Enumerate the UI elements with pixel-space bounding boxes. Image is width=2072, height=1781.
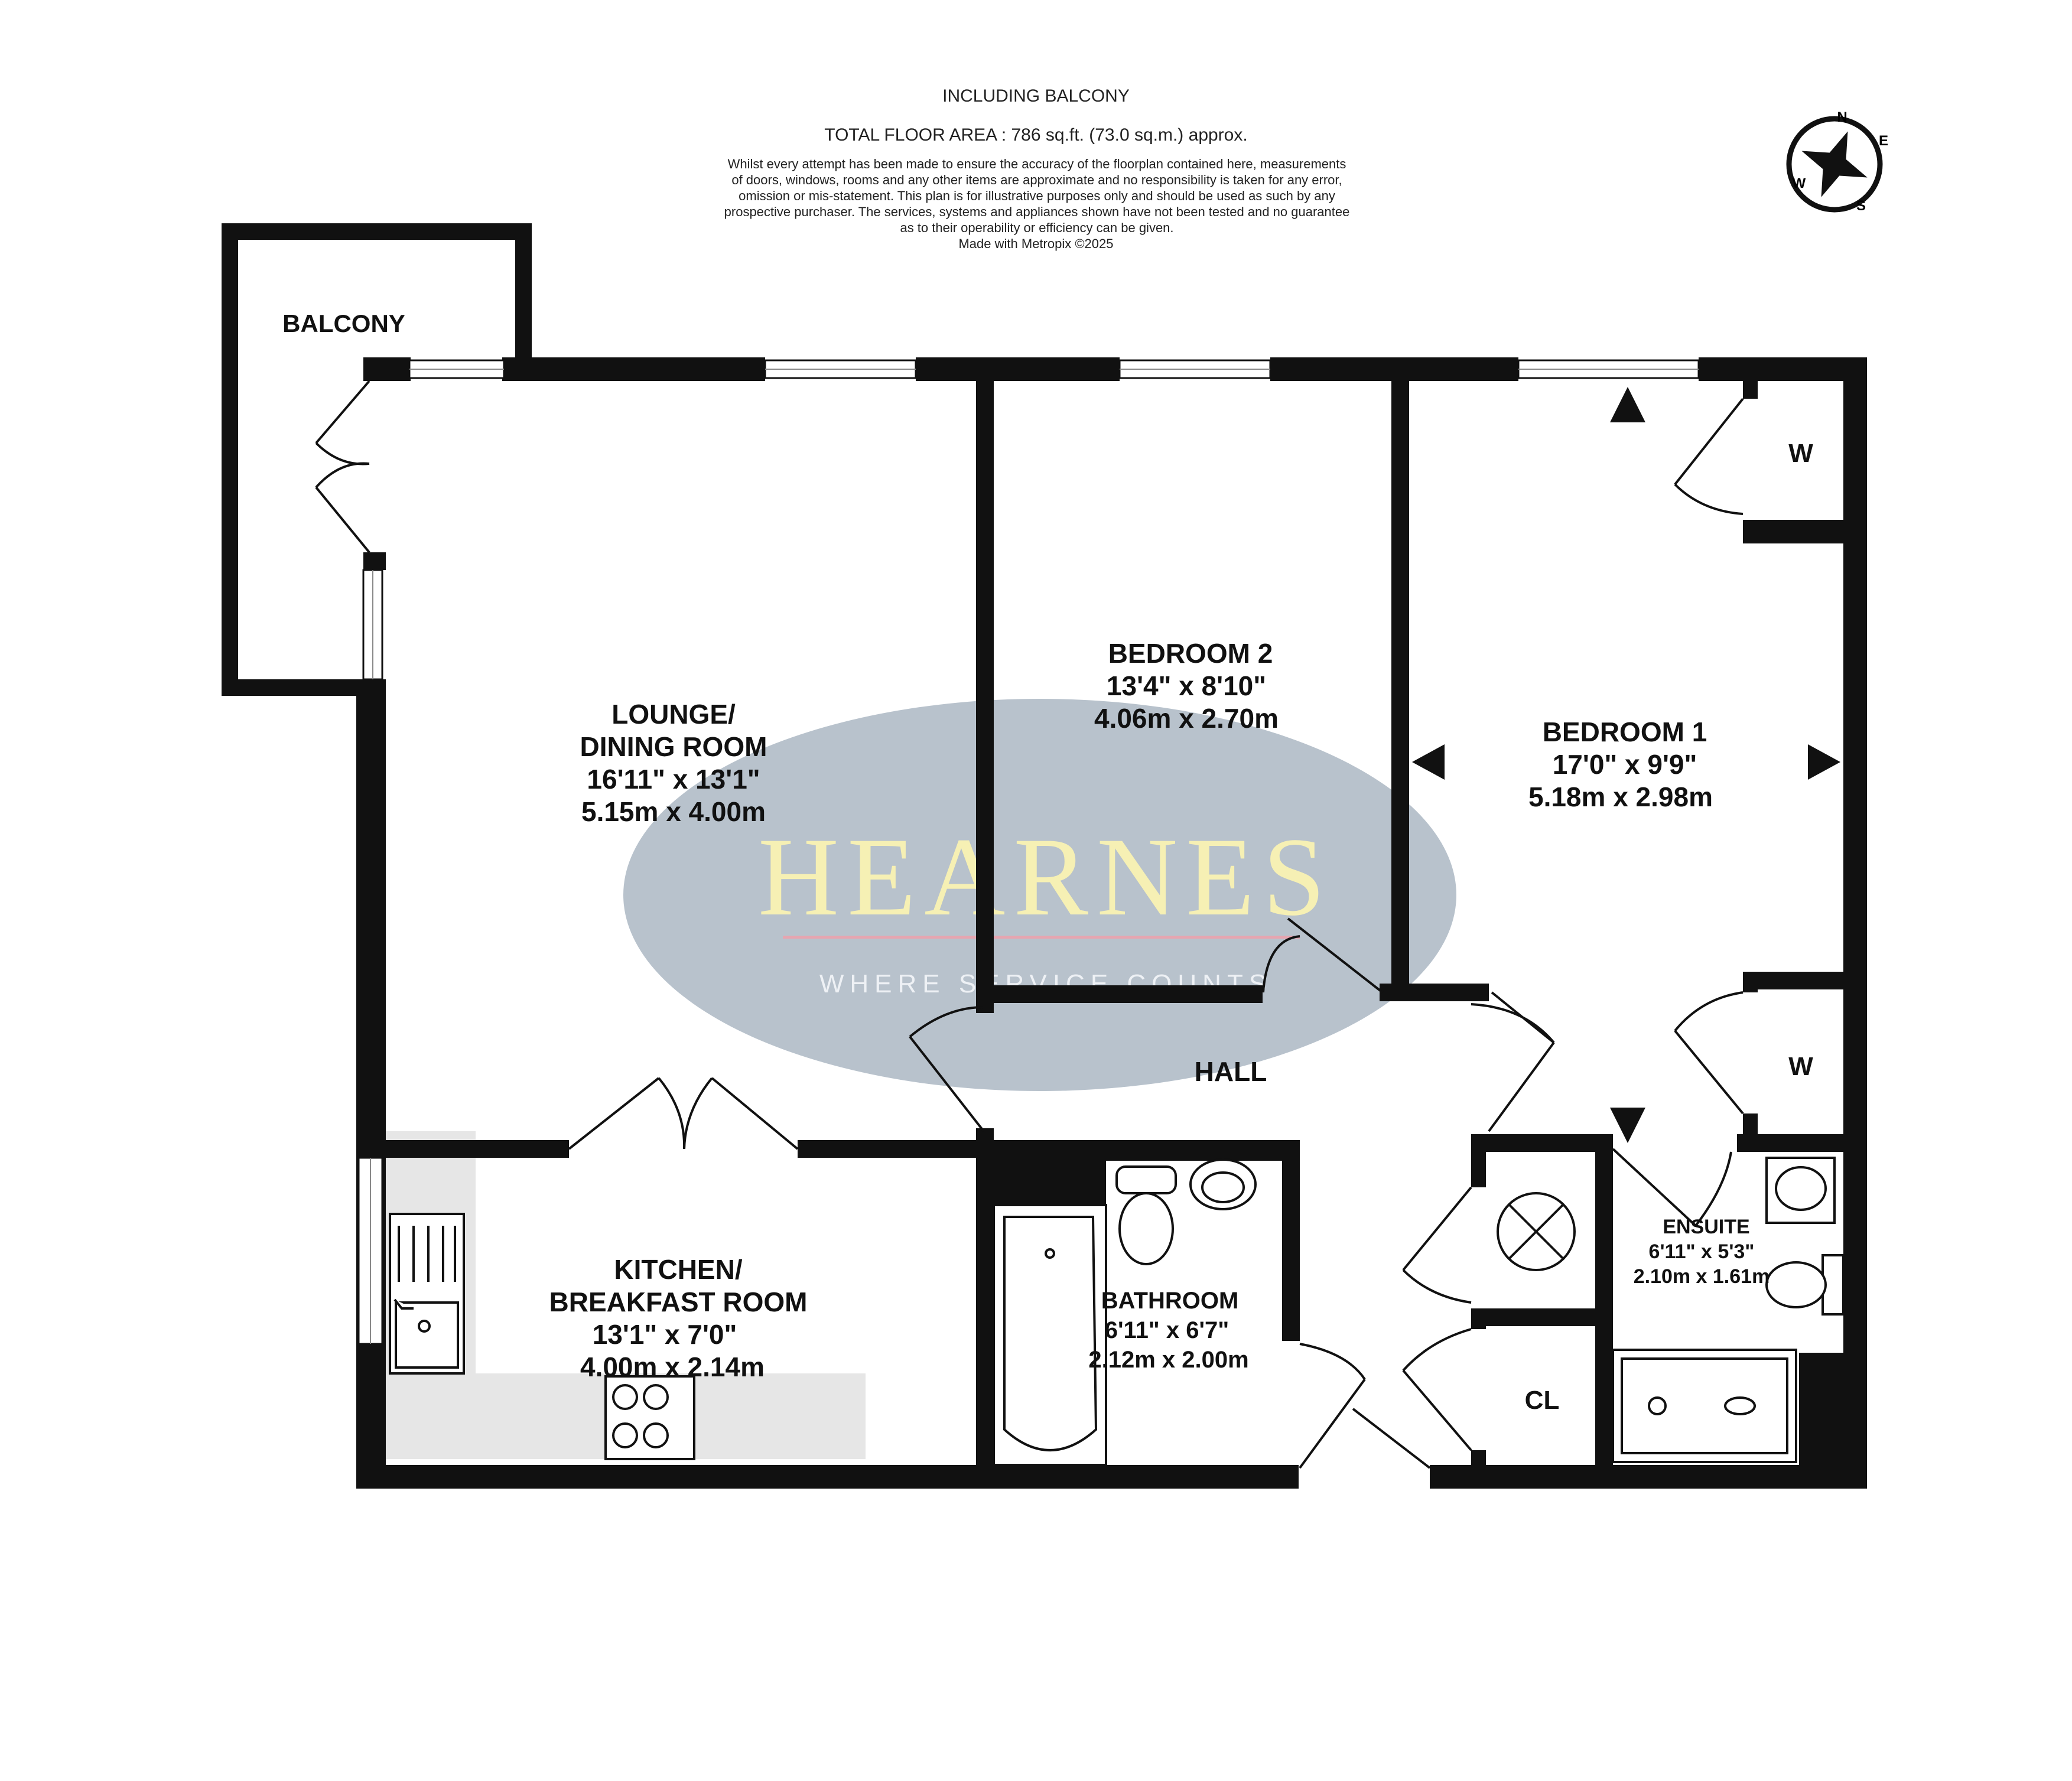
compass-s: S [1856, 198, 1866, 214]
bathroom-metric: 2.12m x 2.00m [1088, 1347, 1248, 1373]
disclaimer-line: of doors, windows, rooms and any other i… [731, 172, 1342, 187]
balcony-label: BALCONY [282, 310, 405, 337]
ensuite-imperial: 6'11" x 5'3" [1649, 1240, 1755, 1263]
lounge-metric: 5.15m x 4.00m [581, 796, 766, 827]
compass-e: E [1879, 133, 1888, 149]
disclaimer: Whilst every attempt has been made to en… [674, 156, 1400, 236]
floor-area: TOTAL FLOOR AREA : 786 sq.ft. (73.0 sq.m… [824, 125, 1248, 145]
compass-n: N [1837, 109, 1847, 125]
kitchen-metric: 4.00m x 2.14m [580, 1352, 765, 1382]
watermark-name: HEARNES [758, 815, 1333, 939]
disclaimer-line: Whilst every attempt has been made to en… [727, 157, 1346, 171]
wardrobe-top-label: W [1788, 439, 1813, 468]
compass-icon: N E S W [1786, 109, 1888, 214]
doors [315, 380, 1744, 1469]
bedroom1-label: BEDROOM 1 [1543, 717, 1707, 747]
ensuite-metric: 2.10m x 1.61m [1634, 1265, 1770, 1288]
window-glazing-lines [370, 369, 1699, 1344]
bathroom-label: BATHROOM [1101, 1288, 1239, 1314]
disclaimer-line: prospective purchaser. The services, sys… [724, 204, 1350, 219]
hall-label: HALL [1195, 1056, 1267, 1087]
bedroom2-label: BEDROOM 2 [1108, 638, 1273, 669]
toilet-icon [1115, 1165, 1177, 1194]
kitchen-imperial: 13'1" x 7'0" [593, 1319, 737, 1350]
bathroom-imperial: 6'11" x 6'7" [1105, 1317, 1229, 1343]
direction-arrows [1412, 387, 1840, 1143]
bedroom1-metric: 5.18m x 2.98m [1528, 782, 1713, 812]
disclaimer-line: as to their operability or efficiency ca… [900, 220, 1174, 235]
bedroom1-imperial: 17'0" x 9'9" [1553, 749, 1697, 780]
walls [222, 223, 1867, 1489]
lounge-imperial: 16'11" x 13'1" [587, 764, 760, 795]
room-labels: BALCONY LOUNGE/ DINING ROOM 16'11" x 13'… [282, 310, 1813, 1415]
kitchen-label-2: BREAKFAST ROOM [549, 1287, 808, 1317]
bedroom2-metric: 4.06m x 2.70m [1094, 703, 1279, 734]
wardrobe-bottom-label: W [1788, 1052, 1813, 1081]
bedroom2-imperial: 13'4" x 8'10" [1107, 670, 1266, 701]
cupboard-label: CL [1525, 1386, 1560, 1415]
fixtures [389, 1157, 1845, 1466]
ensuite-label: ENSUITE [1663, 1216, 1749, 1238]
made-with-credit: Made with Metropix ©2025 [958, 236, 1114, 251]
lounge-label-2: DINING ROOM [580, 731, 767, 762]
kitchen-label-1: KITCHEN/ [614, 1254, 742, 1285]
lounge-label-1: LOUNGE/ [611, 699, 736, 730]
disclaimer-line: omission or mis-statement. This plan is … [739, 188, 1335, 203]
compass-w: W [1793, 175, 1806, 191]
plan-heading: INCLUDING BALCONY [942, 86, 1130, 106]
